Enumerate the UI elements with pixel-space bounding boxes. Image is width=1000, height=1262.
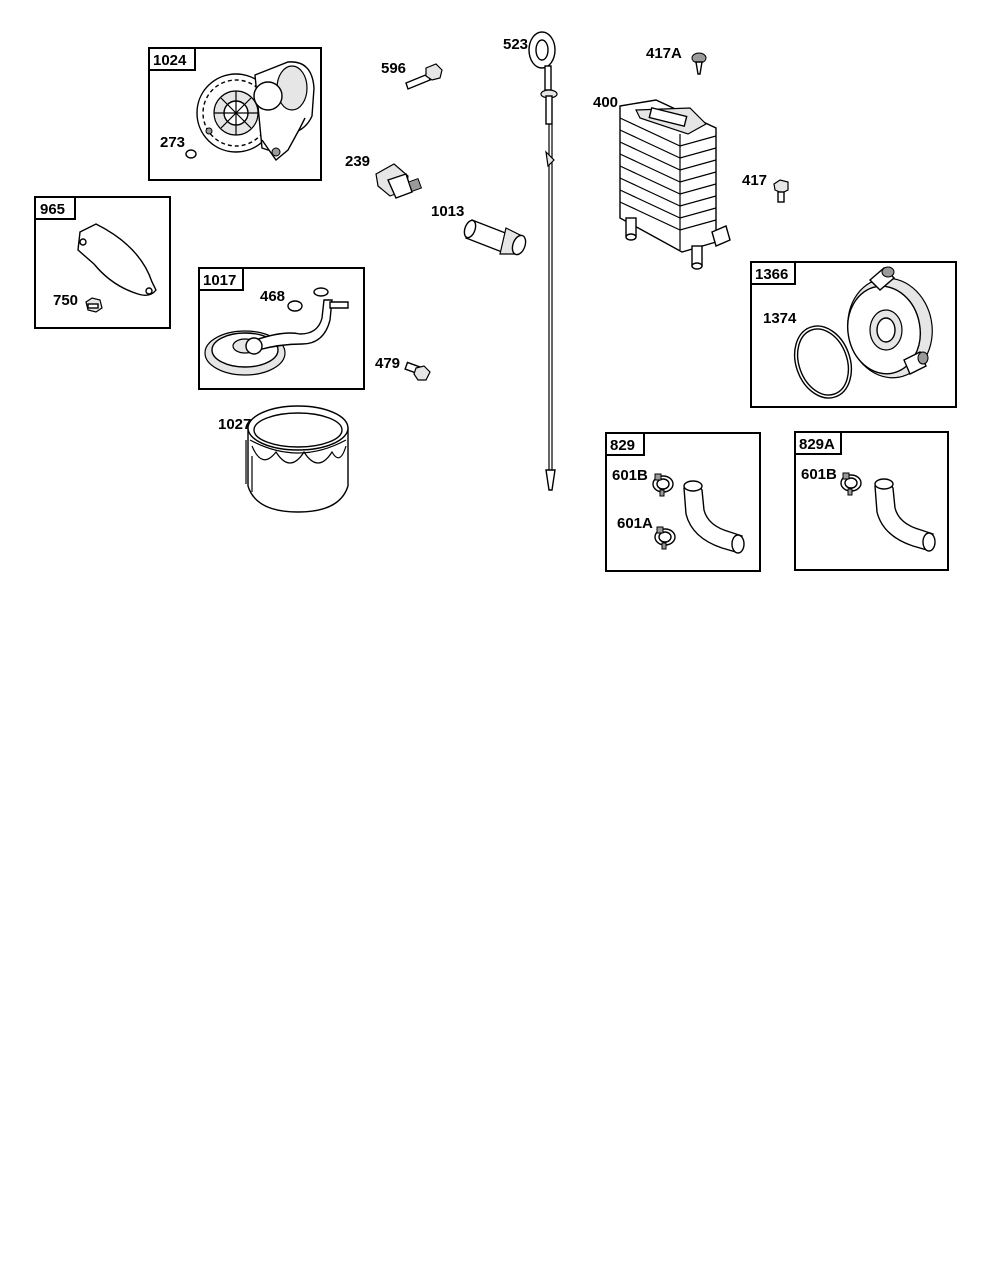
box-829A: 829A 601B [794,431,949,571]
box-829: 829 601B 601A [605,432,761,572]
box-1366: 1366 1374 [750,261,957,408]
bolt-596-part [405,63,443,90]
fitting-1013-part [463,219,527,256]
callout-468: 468 [260,288,285,305]
hose-829A-part [874,478,936,552]
callout-417: 417 [742,172,767,189]
box-label-1017: 1017 [203,272,236,289]
screw-750-part [85,297,103,313]
clamp-601A-part [654,526,676,550]
dipstick-523-part [528,31,558,491]
callout-601A: 601A [617,515,653,532]
box-label-829: 829 [610,437,635,454]
callout-400: 400 [593,94,618,111]
box-label-1024: 1024 [153,52,187,69]
callout-750: 750 [53,292,78,309]
screw-417A-part [691,52,707,75]
oil-pump-part [196,61,315,162]
callout-601B-829A: 601B [801,466,837,483]
box-label-829A: 829A [799,436,835,453]
box-1024: 1024 273 [148,47,322,181]
screw-479-part [404,361,431,381]
oil-pickup-part [204,287,349,376]
callout-596: 596 [381,60,406,77]
box-label-1366: 1366 [755,266,788,283]
box-1017: 1017 468 [198,267,365,390]
callout-523: 523 [503,36,528,53]
hose-829-part [683,480,745,554]
screw-417-part [773,179,789,203]
callout-273: 273 [160,134,185,151]
o-ring-273-part [185,149,197,159]
box-965: 965 750 [34,196,171,329]
oil-cooler-400-part [619,99,731,270]
o-ring-1374-part [793,325,853,399]
cover-plate-part [77,223,157,297]
clamp-601B-829A-part [840,472,862,496]
callout-1013: 1013 [431,203,464,220]
clamp-601B-829-part [652,473,674,497]
callout-1027: 1027 [218,416,251,433]
callout-239: 239 [345,153,370,170]
callout-601B-829: 601B [612,467,648,484]
callout-479: 479 [375,355,400,372]
box-label-965: 965 [40,201,65,218]
oil-filter-part [245,405,349,513]
adapter-1366-part [847,266,933,379]
o-ring-468-part [287,300,303,312]
callout-417A: 417A [646,45,682,62]
callout-1374: 1374 [763,310,797,327]
pressure-switch-239-part [375,163,423,199]
